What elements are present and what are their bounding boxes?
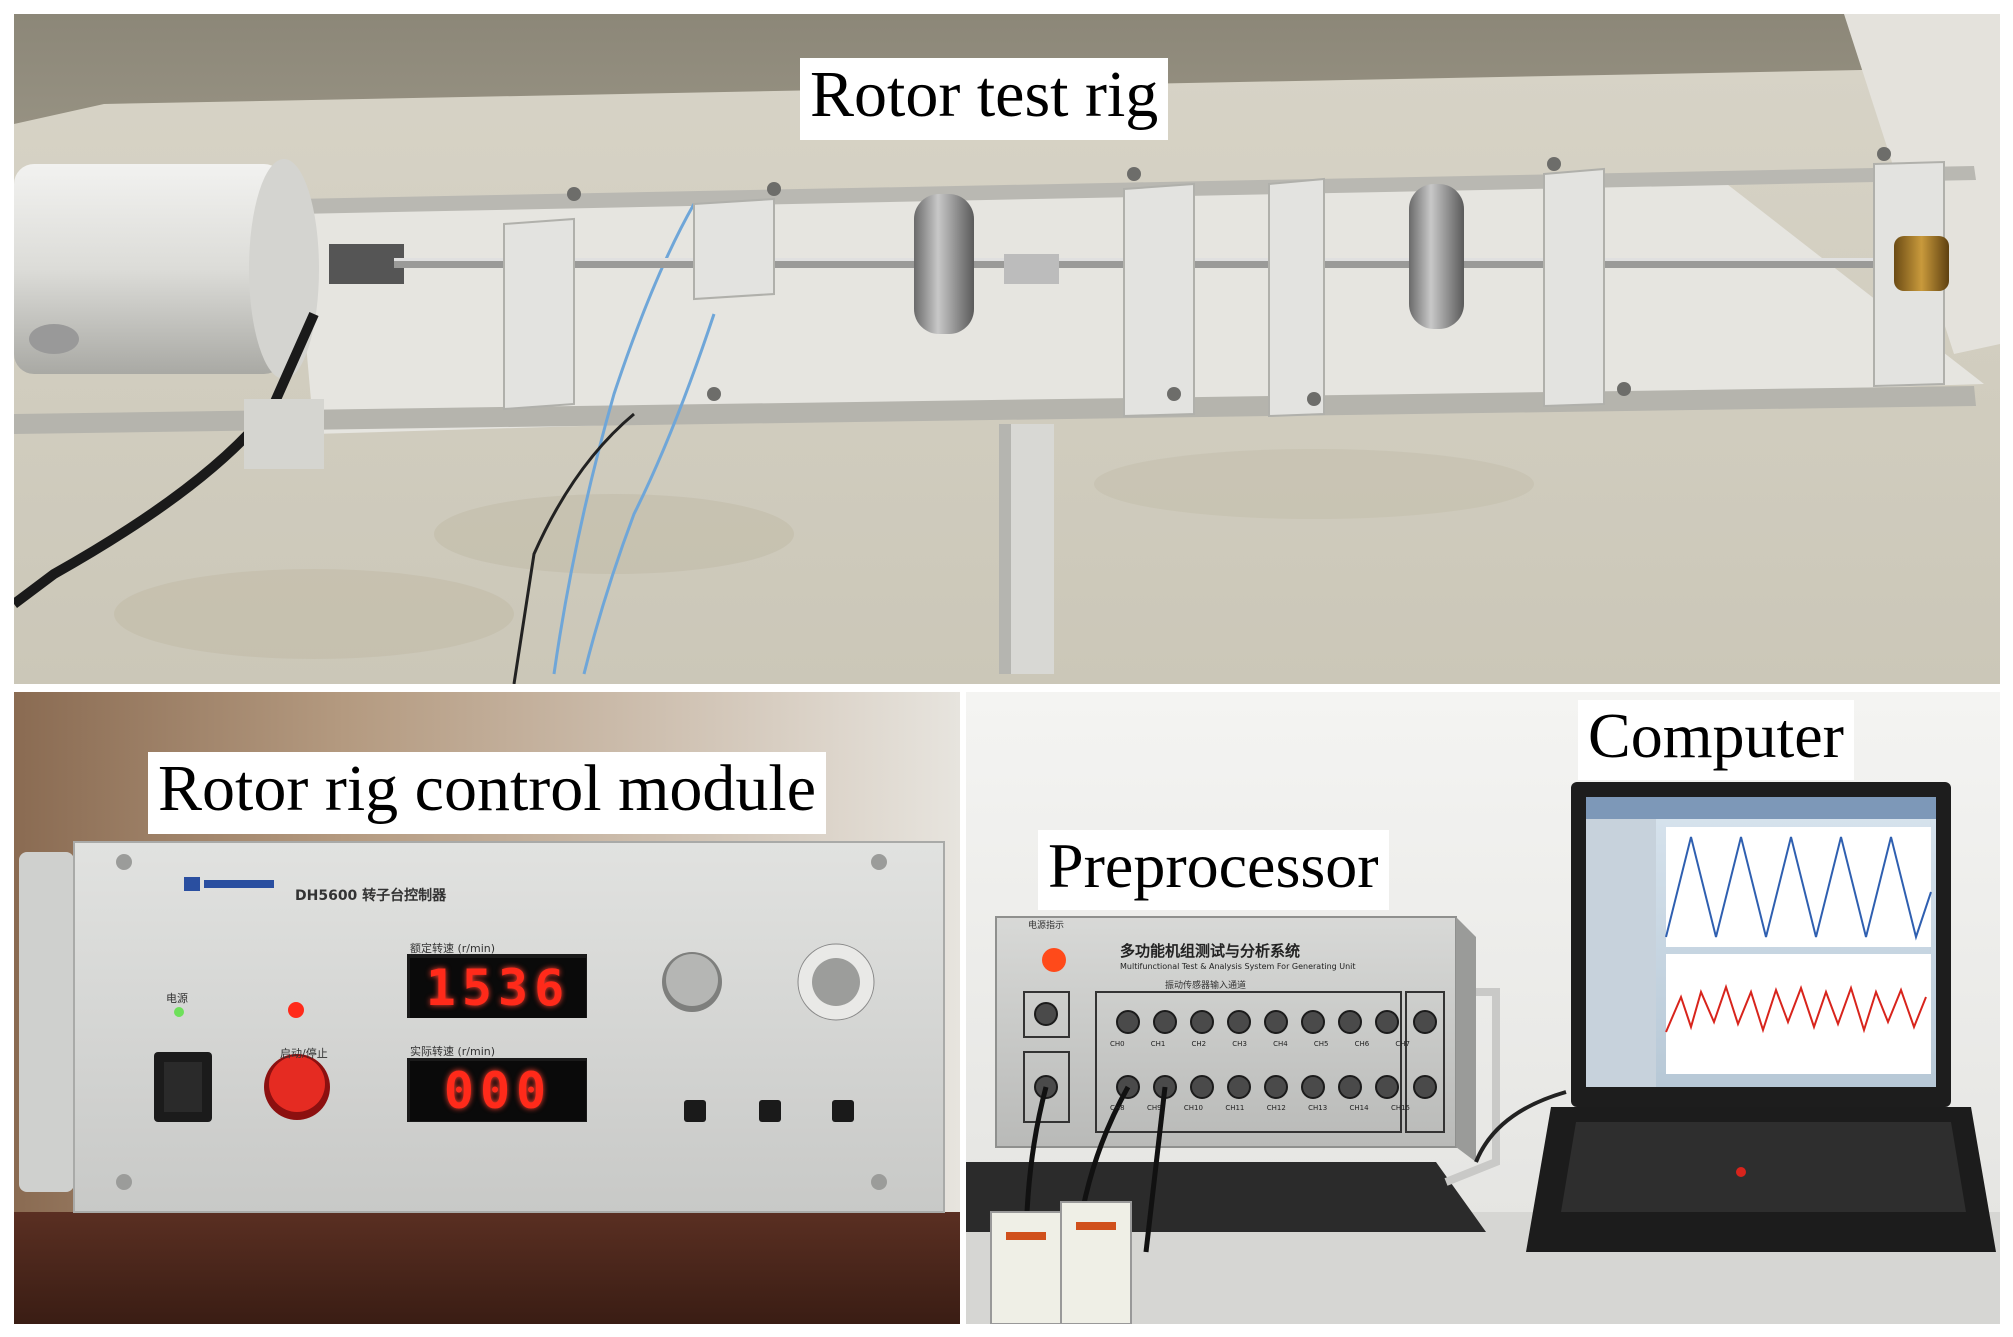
- channel-label: CH0: [1110, 1040, 1125, 1048]
- channel-label: CH12: [1266, 1104, 1286, 1112]
- preprocessor-computer-photo: [966, 692, 2000, 1324]
- caption-preprocessor: Preprocessor: [1038, 830, 1389, 910]
- bottom-display-label: 实际转速 (r/min): [410, 1045, 496, 1058]
- channel-label: CH3: [1232, 1040, 1247, 1048]
- rated-speed-display: 1536: [410, 958, 586, 1018]
- control-module-model-label: DH5600 转子台控制器: [295, 888, 447, 904]
- channel-label: CH2: [1191, 1040, 1207, 1048]
- actual-speed-display: 000: [410, 1061, 586, 1121]
- preprocessor-power-label: 电源指示: [1028, 921, 1065, 931]
- channel-label: CH11: [1225, 1104, 1245, 1112]
- channel-label: CH1: [1150, 1040, 1166, 1048]
- top-display-label: 额定转速 (r/min): [410, 942, 496, 955]
- preprocessor-title-cn: 多功能机组测试与分析系统: [1120, 942, 1301, 960]
- channel-label: CH10: [1183, 1104, 1203, 1112]
- caption-rotor-rig-control-module: Rotor rig control module: [148, 752, 827, 834]
- power-label: 电源: [166, 992, 188, 1005]
- channel-label: CH13: [1308, 1104, 1328, 1112]
- start-stop-label: 启动/停止: [280, 1047, 328, 1060]
- channel-label: CH15: [1390, 1104, 1410, 1112]
- caption-computer: Computer: [1578, 700, 1854, 780]
- channel-label: CH9: [1146, 1104, 1162, 1112]
- channel-labels-top: CH0 CH1 CH2 CH3 CH4 CH5 CH6 CH7: [1110, 1040, 1410, 1048]
- preprocessor-title-en: Multifunctional Test & Analysis System F…: [1120, 962, 1356, 971]
- caption-rotor-test-rig: Rotor test rig: [800, 58, 1169, 140]
- channel-label: CH8: [1110, 1104, 1125, 1112]
- channel-group-label: 振动传感器输入通道: [1165, 981, 1247, 991]
- channel-label: CH14: [1349, 1104, 1369, 1112]
- channel-label: CH6: [1354, 1040, 1370, 1048]
- channel-label: CH5: [1313, 1040, 1329, 1048]
- channel-label: CH4: [1273, 1040, 1288, 1048]
- channel-labels-bottom: CH8 CH9 CH10 CH11 CH12 CH13 CH14 CH15: [1110, 1104, 1410, 1112]
- channel-label: CH7: [1395, 1040, 1410, 1048]
